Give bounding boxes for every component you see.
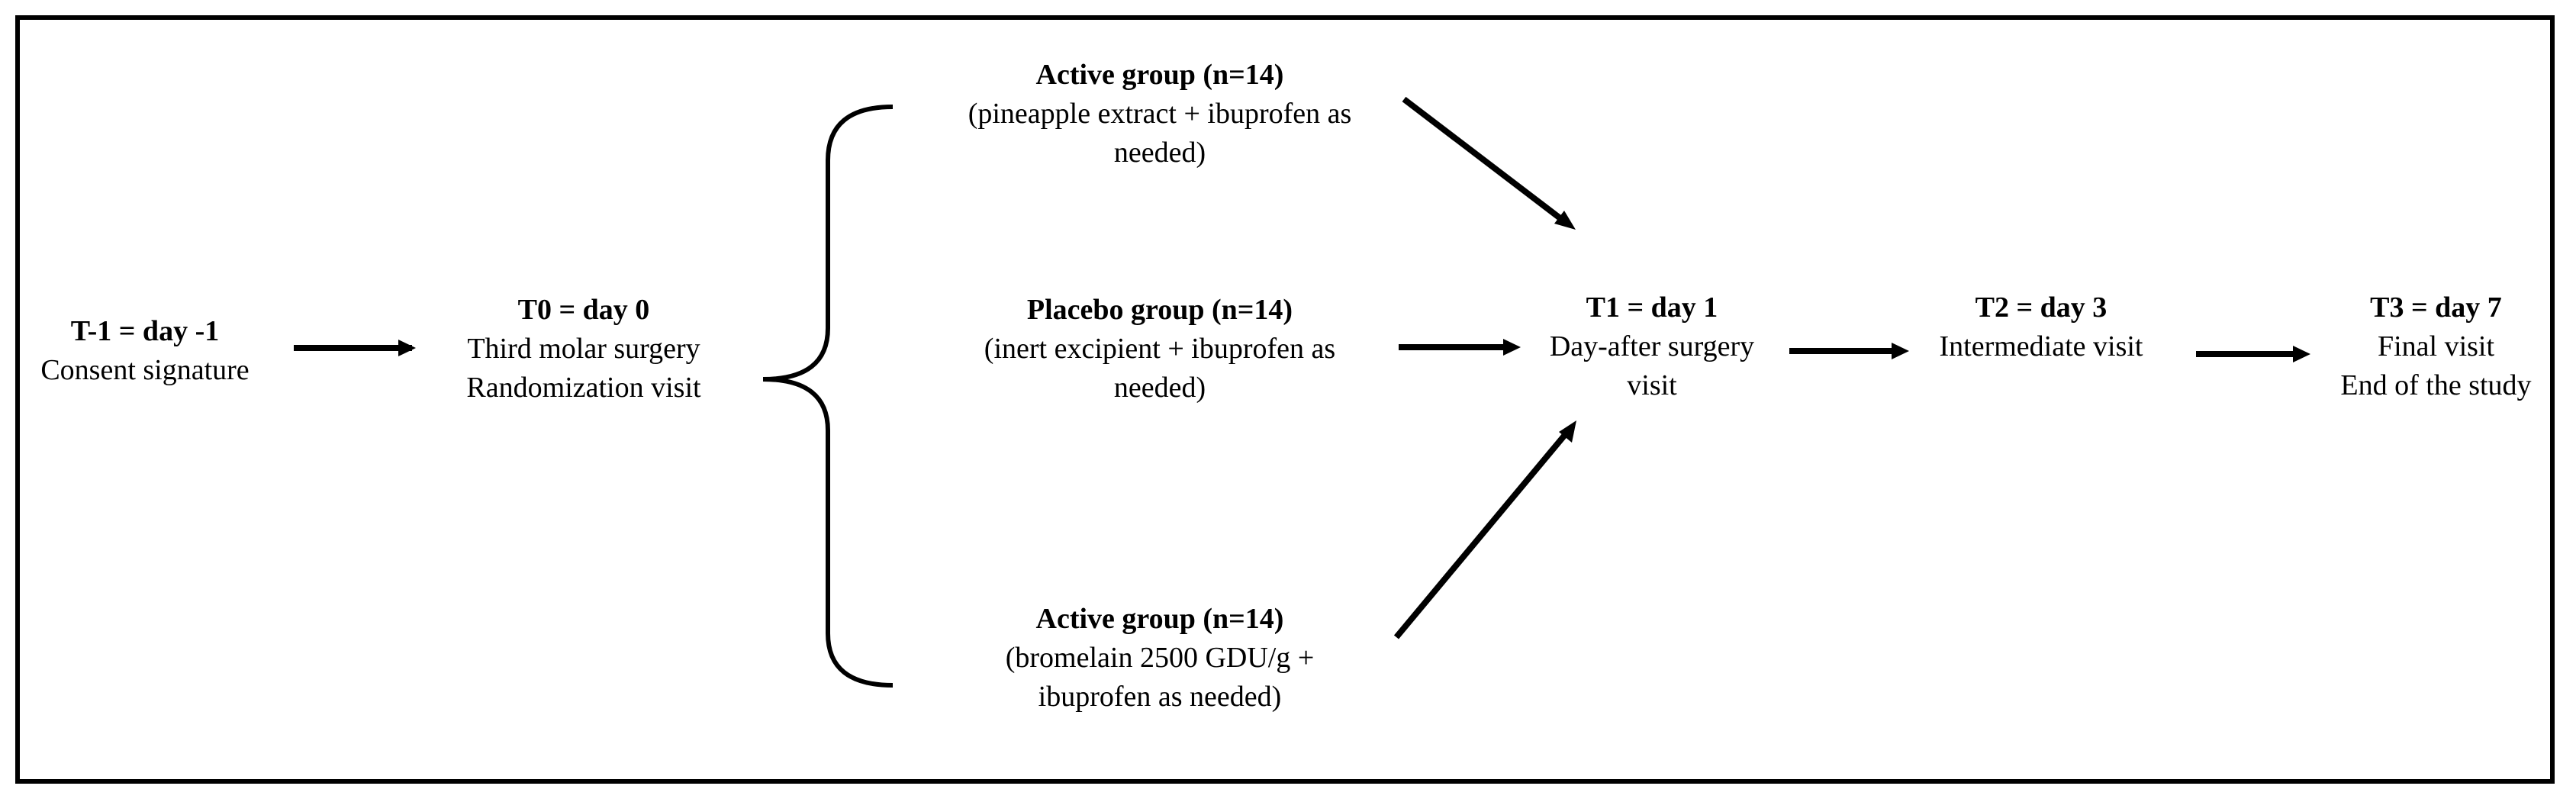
node-line: ibuprofen as needed) [1038, 681, 1282, 713]
node-title: Placebo group (n=14) [1026, 294, 1293, 326]
node-title: T3 = day 7 [2370, 291, 2502, 324]
node-t2: T2 = day 3 Intermediate visit [1911, 288, 2171, 366]
arrowhead-t-minus1-to-t0 [398, 340, 416, 356]
diagram-frame [15, 15, 2555, 784]
node-line: (bromelain 2500 GDU/g + [1005, 642, 1315, 674]
arrowhead-t2-to-t3 [2293, 346, 2310, 362]
node-line: Consent signature [40, 354, 250, 386]
node-line: needed) [1113, 137, 1206, 169]
node-placebo: Placebo group (n=14) (inert excipient + … [931, 291, 1389, 407]
arrowhead-t1-to-t2 [1892, 343, 1909, 359]
node-line: End of the study [2340, 369, 2532, 401]
node-title: T2 = day 3 [1975, 291, 2107, 324]
node-active-pineapple: Active group (n=14) (pineapple extract +… [931, 56, 1389, 172]
arrow-bromelain-to-t1 [1393, 429, 1571, 639]
node-title: T-1 = day -1 [70, 315, 220, 347]
node-line: Intermediate visit [1939, 330, 2143, 362]
group-brace [762, 105, 894, 688]
node-t-minus1: T-1 = day -1 Consent signature [23, 312, 267, 390]
node-active-bromelain: Active group (n=14) (bromelain 2500 GDU/… [931, 600, 1389, 717]
node-title: T0 = day 0 [517, 294, 650, 326]
arrowhead-bromelain-to-t1 [1559, 420, 1576, 443]
arrow-pineapple-to-t1 [1402, 96, 1567, 224]
node-line: needed) [1113, 372, 1206, 404]
node-title: Active group (n=14) [1035, 603, 1284, 635]
node-line: (pineapple extract + ibuprofen as [968, 98, 1352, 130]
node-t0: T0 = day 0 Third molar surgery Randomiza… [439, 291, 729, 407]
arrowhead-placebo-to-t1 [1503, 339, 1521, 356]
node-t1: T1 = day 1 Day-after surgery visit [1522, 288, 1782, 405]
node-line: Final visit [2377, 330, 2495, 362]
node-line: Randomization visit [466, 372, 701, 404]
node-title: T1 = day 1 [1586, 291, 1718, 324]
arrowhead-pineapple-to-t1 [1554, 211, 1576, 230]
node-t3: T3 = day 7 Final visit End of the study [2312, 288, 2560, 405]
node-line: visit [1627, 369, 1677, 401]
node-line: (inert excipient + ibuprofen as [984, 333, 1336, 365]
node-line: Third molar surgery [467, 333, 700, 365]
node-line: Day-after surgery [1549, 330, 1755, 362]
node-title: Active group (n=14) [1035, 59, 1284, 91]
